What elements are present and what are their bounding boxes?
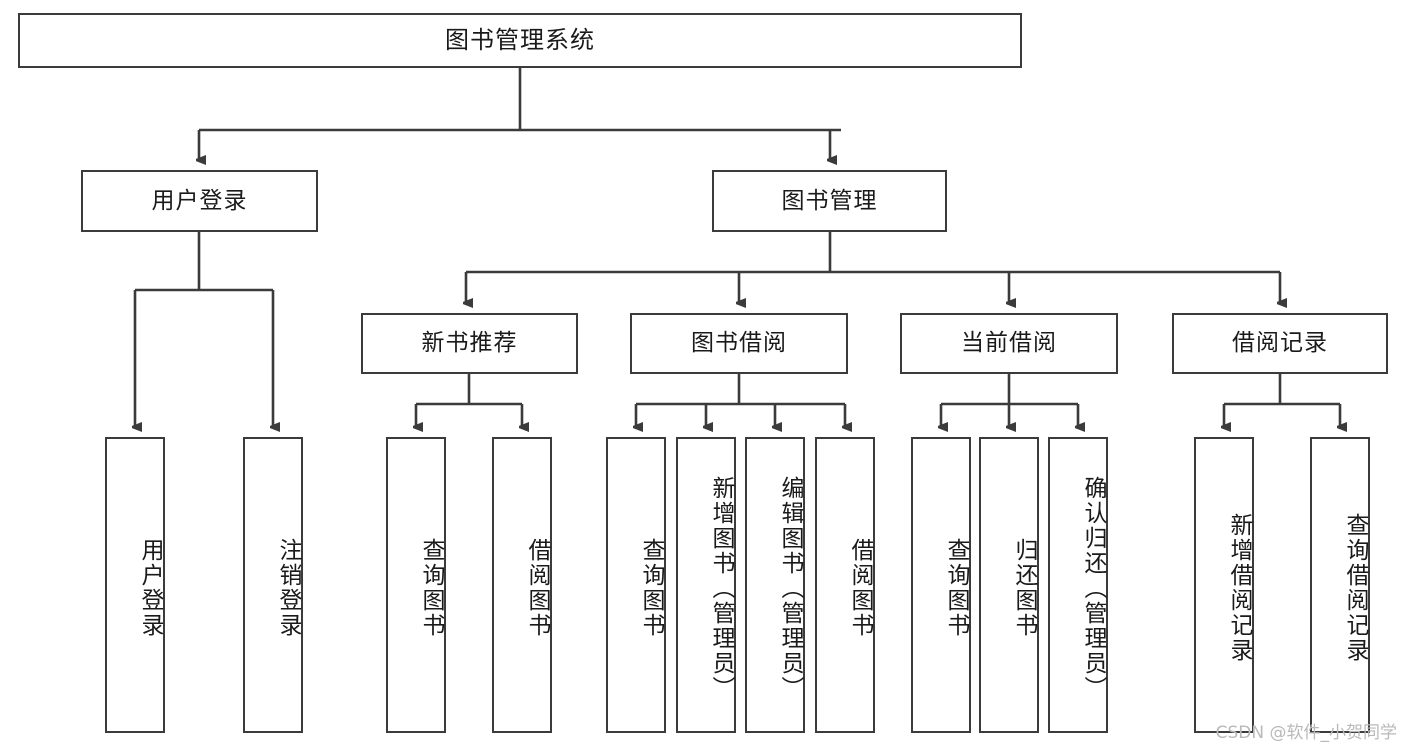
node-label: 编辑图书（管理员） [777, 475, 803, 701]
node-label: 查询图书 [638, 538, 664, 638]
node-label: 查询图书 [418, 538, 444, 638]
leaf-borrow-record-query-record[interactable]: 查询借阅记录 [1310, 437, 1370, 733]
leaf-new-book-borrow-book[interactable]: 借阅图书 [492, 437, 552, 733]
node-user-login[interactable]: 用户登录 [81, 170, 318, 232]
watermark: CSDN @软件_小贺同学 [1215, 723, 1397, 743]
leaf-book-borrow-query-book[interactable]: 查询图书 [606, 437, 666, 733]
node-borrow-record[interactable]: 借阅记录 [1172, 313, 1388, 374]
leaf-book-borrow-add-book-admin[interactable]: 新增图书（管理员） [676, 437, 736, 733]
leaf-current-borrow-query-book[interactable]: 查询图书 [911, 437, 971, 733]
node-label: 用户登录 [151, 187, 248, 214]
node-label: 新书推荐 [421, 330, 518, 357]
node-label: 图书借阅 [691, 330, 787, 357]
leaf-borrow-record-add-record[interactable]: 新增借阅记录 [1194, 437, 1254, 733]
node-label: 新增图书（管理员） [708, 475, 734, 701]
node-label: 当前借阅 [961, 330, 1057, 357]
node-root-book-management-system[interactable]: 图书管理系统 [18, 13, 1022, 68]
leaf-current-borrow-return-book[interactable]: 归还图书 [979, 437, 1039, 733]
node-current-borrow[interactable]: 当前借阅 [900, 313, 1118, 374]
leaf-book-borrow-borrow-book[interactable]: 借阅图书 [815, 437, 875, 733]
node-label: 借阅图书 [524, 538, 550, 638]
node-label: 归还图书 [1011, 538, 1037, 638]
leaf-new-book-query-book[interactable]: 查询图书 [386, 437, 446, 733]
leaf-user-login-login[interactable]: 用户登录 [105, 437, 165, 733]
node-label: 查询借阅记录 [1342, 513, 1368, 663]
node-new-book-recommend[interactable]: 新书推荐 [361, 313, 578, 374]
node-label: 新增借阅记录 [1226, 513, 1252, 663]
node-label: 借阅图书 [847, 538, 873, 638]
node-book-management[interactable]: 图书管理 [712, 170, 947, 232]
node-label: 借阅记录 [1232, 330, 1328, 357]
node-label: 注销登录 [275, 538, 301, 638]
leaf-current-borrow-confirm-return-admin[interactable]: 确认归还（管理员） [1048, 437, 1108, 733]
node-label: 确认归还（管理员） [1080, 475, 1106, 701]
node-label: 图书管理系统 [445, 25, 595, 54]
node-label: 图书管理 [781, 187, 878, 214]
node-label: 查询图书 [943, 538, 969, 638]
node-book-borrow[interactable]: 图书借阅 [630, 313, 848, 374]
leaf-user-login-logout[interactable]: 注销登录 [243, 437, 303, 733]
leaf-book-borrow-edit-book-admin[interactable]: 编辑图书（管理员） [745, 437, 805, 733]
node-label: 用户登录 [137, 538, 163, 638]
